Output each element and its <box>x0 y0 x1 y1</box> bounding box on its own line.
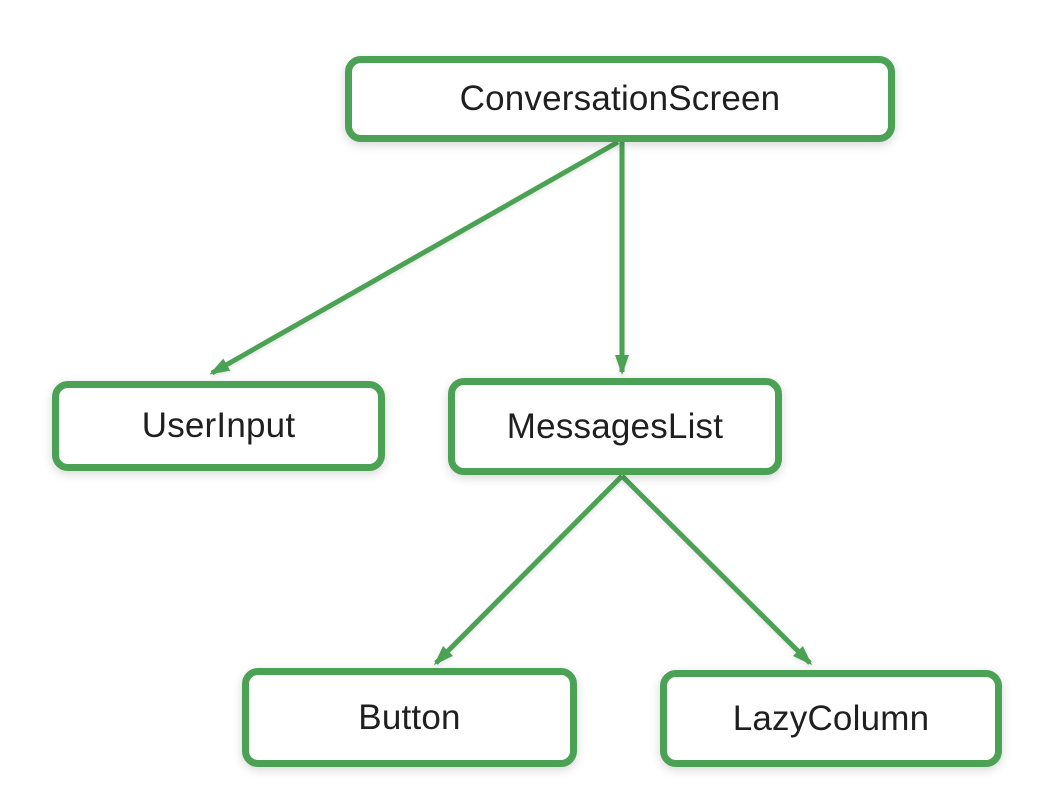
edge-messageslist-lazycolumn <box>620 474 813 666</box>
node-messages-list-label: MessagesList <box>506 406 724 446</box>
node-button-label: Button <box>358 697 461 737</box>
node-conversation-screen-label: ConversationScreen <box>459 79 781 118</box>
node-user-input: UserInput <box>52 381 385 471</box>
edge-messageslist-button <box>433 474 624 666</box>
node-messages-list: MessagesList <box>448 378 782 475</box>
node-button: Button <box>242 668 577 767</box>
node-lazy-column: LazyColumn <box>660 670 1002 767</box>
node-user-input-label: UserInput <box>141 406 296 445</box>
edge-conversationscreen-userinput <box>209 139 620 376</box>
node-conversation-screen: ConversationScreen <box>345 56 895 142</box>
node-lazy-column-label: LazyColumn <box>732 698 930 738</box>
